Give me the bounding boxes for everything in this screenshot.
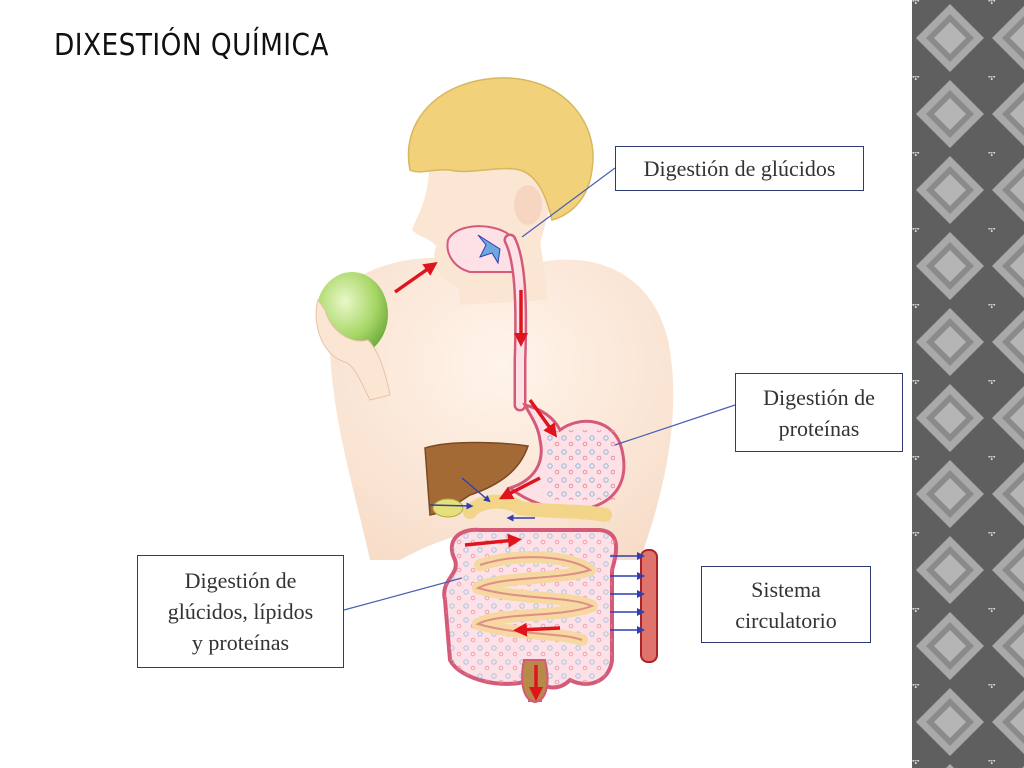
ear bbox=[514, 185, 542, 225]
absorption-arrows bbox=[610, 552, 645, 634]
decorative-diamond-pattern: ✣ bbox=[912, 0, 1024, 768]
gallbladder bbox=[432, 498, 464, 518]
duodenum bbox=[463, 494, 612, 522]
salivary-enzyme bbox=[477, 234, 501, 265]
label-digestion-intestino: Digestión de glúcidos, lípidos y proteín… bbox=[137, 555, 344, 668]
leader-lines bbox=[343, 167, 736, 611]
hand bbox=[315, 298, 391, 401]
bile-enzyme-arrows bbox=[429, 477, 535, 522]
slide-title: DIXESTIÓN QUÍMICA bbox=[54, 28, 329, 63]
label-digestion-proteinas: Digestión de proteínas bbox=[735, 373, 903, 452]
blood-vessel bbox=[640, 549, 658, 663]
label-sistema-circulatorio: Sistema circulatorio bbox=[701, 566, 871, 643]
hair bbox=[407, 77, 594, 221]
label-digestion-glucidos: Digestión de glúcidos bbox=[615, 146, 864, 191]
food-path-arrows bbox=[393, 261, 561, 701]
